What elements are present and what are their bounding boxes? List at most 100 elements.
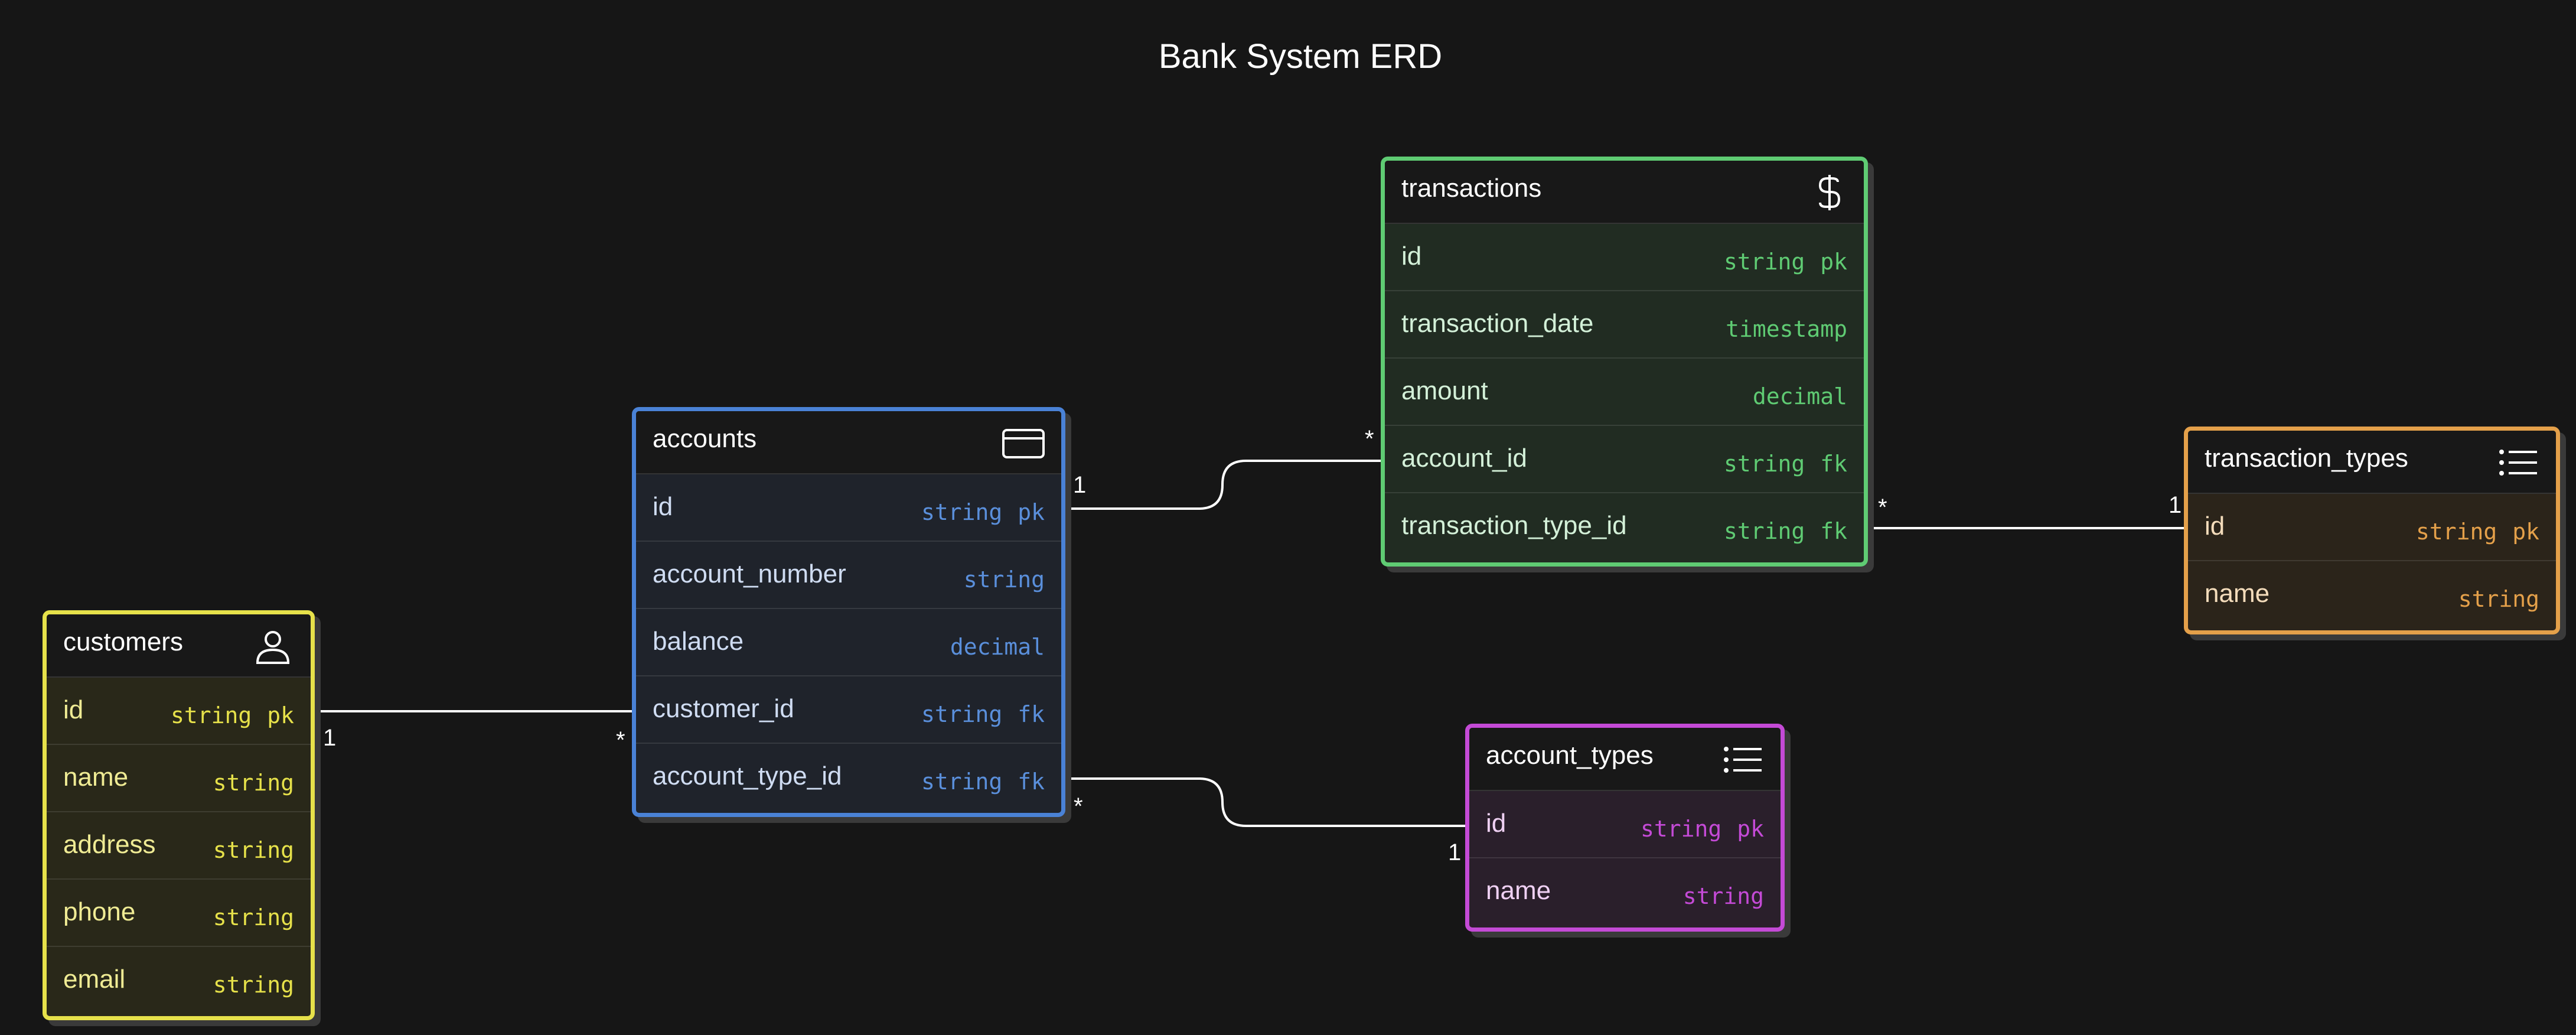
column-row: name string — [2188, 561, 2556, 629]
dollar-icon — [1805, 174, 1847, 211]
cardinality-label: * — [1878, 494, 1887, 520]
column-name: account_type_id — [653, 761, 842, 790]
column-type: string — [963, 567, 1045, 593]
column-key: pk — [267, 702, 294, 728]
column-key: pk — [1820, 249, 1847, 275]
entity-transaction-types[interactable]: transaction_types id string pk name strin… — [2184, 427, 2560, 634]
column-type: string — [213, 972, 294, 998]
column-row: id string pk — [2188, 494, 2556, 561]
entity-header: customers — [47, 614, 311, 678]
column-name: id — [1401, 242, 1422, 271]
column-type: string — [1723, 249, 1805, 275]
column-name: account_number — [653, 559, 846, 588]
cardinality-label: 1 — [2169, 492, 2182, 518]
column-key: fk — [1820, 518, 1847, 544]
entity-account-types[interactable]: account_types id string pk name string — [1465, 724, 1785, 932]
column-name: id — [2205, 512, 2225, 541]
column-row: address string — [47, 812, 311, 880]
column-name: balance — [653, 627, 744, 656]
column-name: name — [2205, 579, 2270, 608]
column-key: fk — [1018, 769, 1045, 795]
column-meta: string pk — [1641, 816, 1764, 842]
cardinality-label: * — [1074, 793, 1083, 819]
cardinality-label: 1 — [1448, 839, 1461, 865]
column-meta: string — [213, 770, 294, 796]
entity-header: transactions — [1385, 161, 1864, 224]
entity-name: accounts — [653, 424, 757, 453]
column-type: string — [213, 770, 294, 796]
list-icon — [2497, 444, 2539, 481]
column-meta: string fk — [1724, 518, 1847, 544]
column-meta: string — [213, 837, 294, 863]
entity-header: transaction_types — [2188, 431, 2556, 494]
column-name: transaction_date — [1401, 309, 1594, 338]
column-meta: string — [1683, 883, 1764, 909]
entity-header: accounts — [636, 411, 1061, 474]
column-meta: string — [964, 567, 1045, 593]
column-row: phone string — [47, 880, 311, 947]
column-key: pk — [1018, 499, 1045, 525]
column-name: transaction_type_id — [1401, 511, 1627, 540]
column-name: name — [63, 763, 129, 792]
credit-card-icon — [1002, 424, 1045, 462]
column-name: id — [653, 492, 673, 521]
column-meta: string fk — [1724, 451, 1847, 477]
column-row: name string — [1469, 858, 1781, 926]
column-meta: string — [2458, 586, 2539, 612]
diagram-title: Bank System ERD — [1158, 37, 1443, 76]
column-type: string — [213, 837, 294, 863]
column-name: id — [63, 695, 84, 724]
column-meta: string pk — [2416, 519, 2539, 545]
column-row: account_number string — [636, 542, 1061, 609]
column-type: string — [1682, 883, 1764, 909]
cardinality-label: * — [616, 727, 625, 753]
column-name: address — [63, 830, 156, 859]
column-meta: string — [213, 972, 294, 998]
column-meta: string fk — [921, 701, 1045, 727]
column-row: customer_id string fk — [636, 676, 1061, 744]
column-type: string — [1723, 451, 1805, 477]
column-name: amount — [1401, 376, 1488, 405]
entity-customers[interactable]: customers id string pk name string addres… — [43, 610, 315, 1020]
cardinality-label: * — [1365, 426, 1374, 452]
entity-transactions[interactable]: transactions id string pk transaction_dat… — [1381, 157, 1868, 567]
column-name: phone — [63, 897, 136, 926]
relationship-line-accounts-transactions — [1058, 460, 1388, 510]
column-meta: timestamp — [1726, 316, 1847, 342]
column-name: email — [63, 965, 126, 994]
column-name: name — [1486, 876, 1551, 905]
column-type: string — [1640, 816, 1722, 842]
column-row: account_id string fk — [1385, 426, 1864, 493]
column-meta: decimal — [950, 634, 1045, 660]
column-type: string — [921, 701, 1003, 727]
column-key: pk — [2512, 519, 2539, 545]
column-name: id — [1486, 809, 1507, 838]
cardinality-label: 1 — [1073, 472, 1086, 498]
entity-name: account_types — [1486, 741, 1654, 770]
column-row: transaction_date timestamp — [1385, 291, 1864, 359]
entity-name: transactions — [1401, 174, 1542, 203]
column-key: fk — [1018, 701, 1045, 727]
column-type: string — [2415, 519, 2497, 545]
column-row: id string pk — [47, 678, 311, 745]
column-key: pk — [1737, 816, 1764, 842]
column-type: string — [170, 702, 252, 728]
column-key: fk — [1820, 451, 1847, 477]
column-meta: string pk — [1724, 249, 1847, 275]
column-type: decimal — [950, 634, 1045, 660]
entity-name: customers — [63, 627, 183, 656]
column-type: string — [1723, 518, 1805, 544]
entity-name: transaction_types — [2205, 444, 2408, 473]
user-icon — [252, 627, 294, 665]
column-name: account_id — [1401, 444, 1527, 473]
column-name: customer_id — [653, 694, 794, 723]
column-row: name string — [47, 745, 311, 812]
column-row: transaction_type_id string fk — [1385, 493, 1864, 561]
column-row: amount decimal — [1385, 359, 1864, 426]
